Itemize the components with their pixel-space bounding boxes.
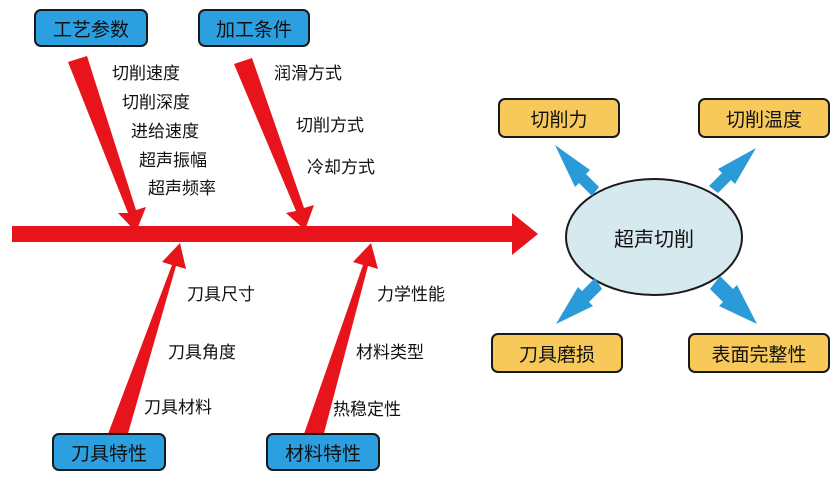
cutting-force-box: 切削力 — [498, 98, 620, 138]
machining-conditions-box: 加工条件 — [198, 9, 310, 47]
cutting-temperature-label: 切削温度 — [725, 108, 802, 131]
arrow-to-tool-wear — [556, 278, 602, 324]
process-param-item: 切削速度 — [112, 64, 180, 84]
tool-properties-box: 刀具特性 — [52, 433, 166, 471]
machining-conditions-arrow — [234, 58, 314, 230]
process-params-box: 工艺参数 — [34, 9, 148, 47]
process-params-arrow — [68, 56, 146, 232]
material-property-item: 力学性能 — [377, 285, 445, 305]
process-param-item: 进给速度 — [131, 122, 199, 142]
tool-wear-label: 刀具磨损 — [518, 343, 595, 366]
material-properties-arrow — [304, 243, 378, 437]
center-ellipse — [565, 178, 743, 296]
tool-wear-box: 刀具磨损 — [491, 333, 623, 373]
surface-integrity-box: 表面完整性 — [688, 333, 830, 373]
machining-condition-item: 冷却方式 — [307, 158, 375, 178]
material-property-item: 材料类型 — [356, 343, 424, 363]
arrow-to-cutting-force — [555, 145, 599, 196]
machining-condition-item: 切削方式 — [296, 116, 364, 136]
tool-properties-arrow — [108, 243, 186, 437]
process-param-item: 超声振幅 — [139, 151, 207, 171]
center-label: 超声切削 — [614, 226, 694, 251]
arrow-to-surface-integrity — [710, 276, 757, 324]
machining-condition-item: 润滑方式 — [274, 64, 342, 84]
cutting-force-label: 切削力 — [530, 108, 588, 131]
material-property-item: 热稳定性 — [333, 400, 401, 420]
process-params-label: 工艺参数 — [52, 18, 129, 41]
tool-property-item: 刀具尺寸 — [187, 285, 255, 305]
tool-property-item: 刀具材料 — [144, 398, 212, 418]
arrow-to-cutting-temperature — [709, 148, 756, 193]
main-spine-arrow — [12, 213, 538, 255]
tool-property-item: 刀具角度 — [168, 343, 236, 363]
material-properties-box: 材料特性 — [266, 433, 380, 471]
material-properties-label: 材料特性 — [284, 442, 361, 465]
process-param-item: 超声频率 — [148, 179, 216, 199]
tool-properties-label: 刀具特性 — [70, 442, 147, 465]
process-param-item: 切削深度 — [122, 93, 190, 113]
machining-conditions-label: 加工条件 — [215, 18, 292, 41]
surface-integrity-label: 表面完整性 — [711, 343, 807, 366]
cutting-temperature-box: 切削温度 — [698, 98, 830, 138]
